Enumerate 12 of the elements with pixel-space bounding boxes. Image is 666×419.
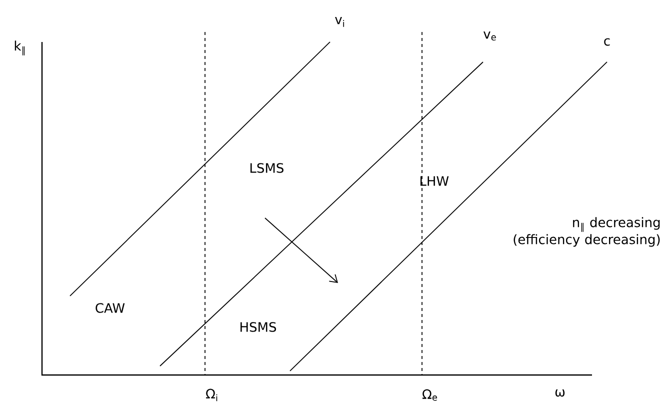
annotation-text: n$_{∥}$ decreasing (efficiency decreasing) <box>514 217 660 247</box>
region-label: LSMS <box>250 163 284 173</box>
region-label: HSMS <box>240 322 276 332</box>
axis-label: ω <box>555 389 565 397</box>
line-label: c <box>604 38 610 46</box>
line-label: v$_{e}$ <box>484 31 496 40</box>
tick-label: Ω$_{e}$ <box>422 389 438 401</box>
line-label: v$_{i}$ <box>335 17 344 27</box>
region-label: CAW <box>96 303 125 313</box>
region-label: LHW <box>420 176 449 186</box>
tick-label: Ω$_{i}$ <box>206 388 218 402</box>
axis-label: k$_{∥}$ <box>14 40 25 56</box>
